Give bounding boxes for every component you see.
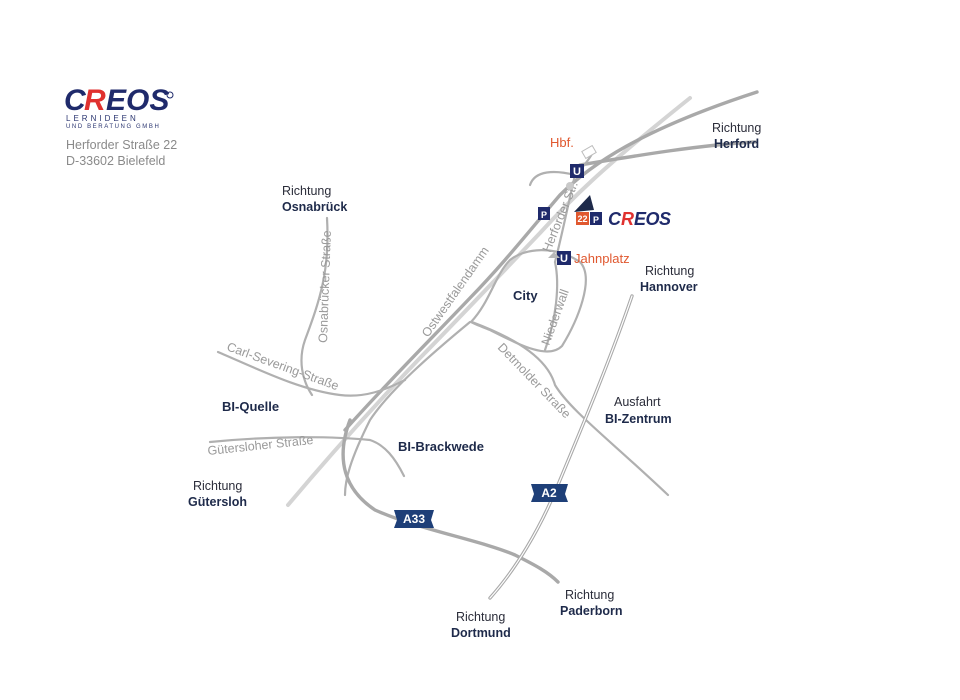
- direction-paderborn-prefix: Richtung: [565, 588, 614, 602]
- svg-text:R: R: [84, 84, 106, 117]
- road-guetersloher-str: [208, 436, 406, 478]
- direction-osnabrueck-prefix: Richtung: [282, 184, 331, 198]
- house-number-badge: 22: [576, 212, 589, 225]
- station-hbf-label: Hbf.: [550, 135, 574, 150]
- svg-text:C: C: [64, 84, 87, 117]
- svg-text:U: U: [560, 253, 568, 265]
- parking-icon-right: P: [590, 212, 602, 225]
- road-niederwall: [543, 260, 559, 352]
- svg-text:C: C: [608, 209, 622, 229]
- direction-paderborn-name: Paderborn: [560, 604, 623, 618]
- svg-text:22: 22: [577, 214, 587, 224]
- direction-guetersloh-prefix: Richtung: [193, 479, 242, 493]
- street-label-detmolder: Detmolder Straße: [495, 340, 574, 421]
- svg-text:P: P: [541, 210, 547, 220]
- road-ostwestfalendamm: [343, 90, 759, 432]
- road-osnabruecker-str: [300, 216, 329, 397]
- exit-center-name: BI-Zentrum: [605, 412, 672, 426]
- railway-line: [286, 96, 692, 507]
- company-tagline-line1: LERNIDEEN: [66, 114, 139, 123]
- direction-guetersloh-name: Gütersloh: [188, 495, 247, 509]
- street-label-guetersloher: Gütersloher Straße: [207, 433, 314, 458]
- road-detmolder-str: [470, 320, 670, 497]
- creos-logo: C R EOS: [64, 84, 174, 117]
- svg-text:P: P: [593, 215, 599, 225]
- direction-hannover-prefix: Richtung: [645, 264, 694, 278]
- place-bi-brackwede: BI-Brackwede: [398, 439, 484, 454]
- road-a2-centerline: [489, 295, 633, 599]
- street-label-carl-severing: Carl-Severing-Straße: [225, 340, 341, 394]
- hbf-building-icon: [581, 144, 597, 160]
- company-address-city: D-33602 Bielefeld: [66, 154, 166, 168]
- road-to-herford: [578, 140, 757, 167]
- direction-herford-prefix: Richtung: [712, 121, 761, 135]
- map-creos-logo: C R EOS: [608, 209, 672, 229]
- ubahn-icon-hbf: U: [570, 164, 584, 178]
- place-bi-quelle: BI-Quelle: [222, 399, 279, 414]
- stop-triangle-icon: [548, 252, 560, 258]
- direction-hannover-name: Hannover: [640, 280, 698, 294]
- place-city: City: [513, 288, 538, 303]
- station-dot-icon: [566, 182, 574, 190]
- svg-text:R: R: [621, 209, 634, 229]
- highway-shield-a2: A2: [531, 484, 568, 502]
- svg-text:A2: A2: [541, 486, 557, 500]
- road-a33: [341, 418, 560, 584]
- station-jahnplatz-label: Jahnplatz: [574, 251, 630, 266]
- direction-herford-name: Herford: [714, 137, 759, 151]
- ubahn-icon-jahnplatz: U: [557, 251, 571, 265]
- direction-osnabrueck-name: Osnabrück: [282, 200, 347, 214]
- svg-text:A33: A33: [403, 512, 425, 526]
- company-address-street: Herforder Straße 22: [66, 138, 178, 152]
- direction-dortmund-prefix: Richtung: [456, 610, 505, 624]
- highway-shield-a33: A33: [394, 510, 434, 528]
- svg-text:EOS: EOS: [634, 209, 671, 229]
- street-label-osnabruecker: Osnabrücker Straße: [316, 230, 334, 343]
- company-tagline-line2: UND BERATUNG GMBH: [66, 124, 161, 130]
- svg-text:U: U: [573, 166, 581, 178]
- exit-center-prefix: Ausfahrt: [614, 395, 661, 409]
- svg-text:EOS: EOS: [106, 84, 169, 117]
- direction-dortmund-name: Dortmund: [451, 626, 511, 640]
- location-flag-icon: [574, 195, 594, 212]
- road-carl-severing-str: [216, 350, 407, 397]
- parking-icon-left: P: [538, 207, 550, 220]
